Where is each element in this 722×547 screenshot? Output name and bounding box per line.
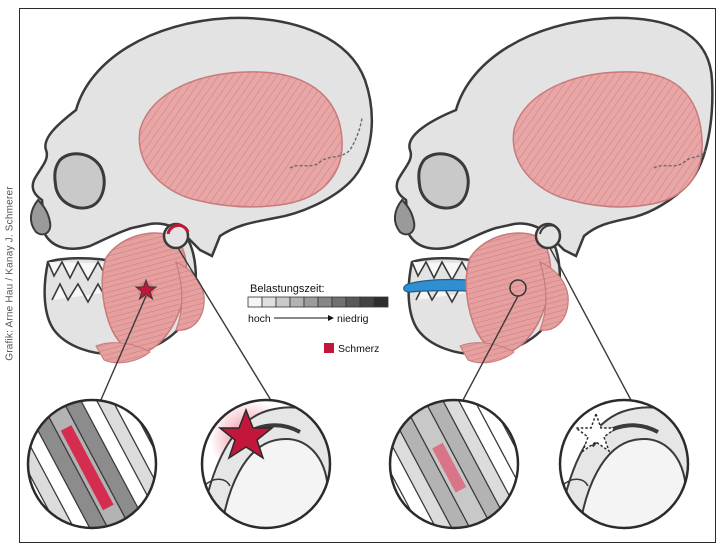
skull-right-icon [395,18,712,363]
legend-arrow-head [328,315,334,321]
legend-scale-right: niedrig [337,313,369,325]
legend: Belastungszeit: hoch niedrig Schmerz [248,283,388,355]
legend-scale-left: hoch [248,313,271,325]
muscle-detail-icon [0,363,195,547]
legend-scale-step [248,297,262,307]
legend-title: Belastungszeit: [250,283,325,295]
legend-scale-step [290,297,304,307]
legend-scale-step [374,297,388,307]
joint-detail-icon [200,400,346,540]
skull-left-icon [31,18,372,363]
pain-swatch [324,343,334,353]
legend-scale-step [360,297,374,307]
legend-scale-step [332,297,346,307]
joint-detail-relieved-icon [558,400,704,540]
muscle-detail-relieved-icon [356,363,557,547]
legend-scale-step [262,297,276,307]
legend-scale-step [276,297,290,307]
legend-scale-step [318,297,332,307]
legend-gradient-scale [248,297,388,307]
legend-scale-step [304,297,318,307]
legend-scale-step [346,297,360,307]
legend-pain-label: Schmerz [338,343,379,355]
